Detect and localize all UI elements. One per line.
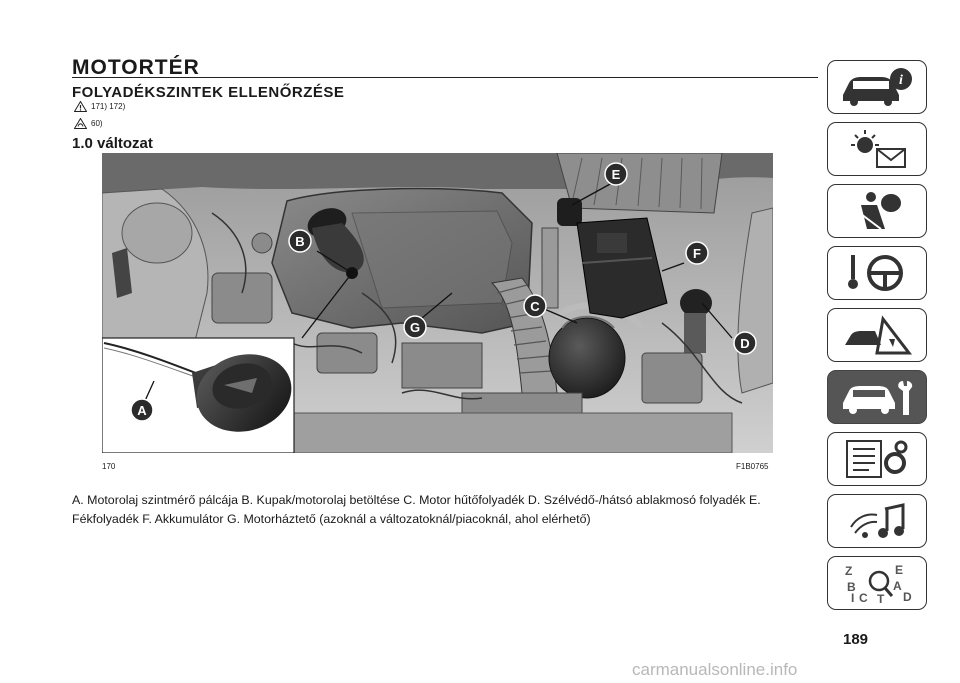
- version-subheading: 1.0 változat: [72, 135, 153, 152]
- tab-car-info[interactable]: i: [827, 60, 927, 114]
- emergency-icon: [845, 315, 913, 355]
- index-letter-z: Z: [845, 564, 852, 578]
- svg-text:i: i: [899, 73, 903, 88]
- chapter-title: MOTORTÉR: [72, 56, 200, 79]
- callout-f-label: F: [693, 246, 701, 261]
- callout-b: B: [288, 229, 312, 253]
- lights-message-icon: [851, 130, 906, 168]
- tab-servicing-maintenance[interactable]: [827, 370, 927, 424]
- callout-d-label: D: [740, 336, 749, 351]
- tab-starting-driving[interactable]: [827, 246, 927, 300]
- callout-g: G: [403, 315, 427, 339]
- tab-technical-data[interactable]: [827, 432, 927, 486]
- car-maintenance-icon: [843, 381, 913, 415]
- callout-d: D: [733, 331, 757, 355]
- warning-triangle-icon: [74, 101, 87, 112]
- callout-b-label: B: [295, 234, 304, 249]
- figure-code: F1B0765: [736, 462, 769, 471]
- callout-e-label: E: [612, 167, 621, 182]
- technical-data-icon: [846, 440, 908, 478]
- callout-g-label: G: [410, 320, 420, 335]
- callout-c-label: C: [530, 299, 540, 314]
- watermark: carmanualsonline.info: [632, 660, 798, 679]
- tab-safety[interactable]: [827, 184, 927, 238]
- callout-a-label: A: [137, 403, 147, 418]
- index-letter-c: C: [859, 591, 868, 605]
- tab-lights-messages[interactable]: [827, 122, 927, 176]
- safety-airbag-icon: [856, 192, 901, 230]
- index-icon: Z E B A C D I T: [845, 563, 912, 605]
- section-title: FOLYADÉKSZINTEK ELLENŐRZÉSE: [72, 84, 345, 101]
- note-refs: 60): [74, 118, 103, 129]
- car-info-icon: i: [843, 68, 912, 106]
- engine-bay-illustration: A B C D E F G: [102, 153, 773, 453]
- warning-refs-text: 171) 172): [91, 102, 126, 111]
- tab-emergency[interactable]: [827, 308, 927, 362]
- index-letter-e: E: [895, 563, 903, 577]
- warning-refs: 171) 172): [74, 101, 125, 112]
- callout-e: E: [604, 162, 628, 186]
- index-letter-i: I: [851, 591, 854, 605]
- multimedia-icon: [850, 503, 905, 538]
- page-number: 189: [843, 631, 869, 648]
- steering-wheel-icon: [848, 255, 903, 291]
- index-letter-t: T: [877, 592, 885, 605]
- figure-number: 170: [102, 462, 116, 471]
- engine-bay-figure: A B C D E F G: [102, 153, 773, 453]
- index-letter-b: B: [847, 580, 856, 594]
- index-letter-d: D: [903, 590, 912, 604]
- callout-c: C: [523, 294, 547, 318]
- index-letter-a: A: [893, 579, 902, 593]
- note-refs-text: 60): [91, 119, 103, 128]
- callout-a: A: [130, 398, 154, 422]
- tab-index[interactable]: Z E B A C D I T: [827, 556, 927, 610]
- figure-caption: A. Motorolaj szintmérő pálcája B. Kupak/…: [72, 493, 761, 526]
- tab-multimedia[interactable]: [827, 494, 927, 548]
- header-divider: [72, 77, 818, 78]
- environment-note-icon: [74, 118, 87, 129]
- callout-f: F: [685, 241, 709, 265]
